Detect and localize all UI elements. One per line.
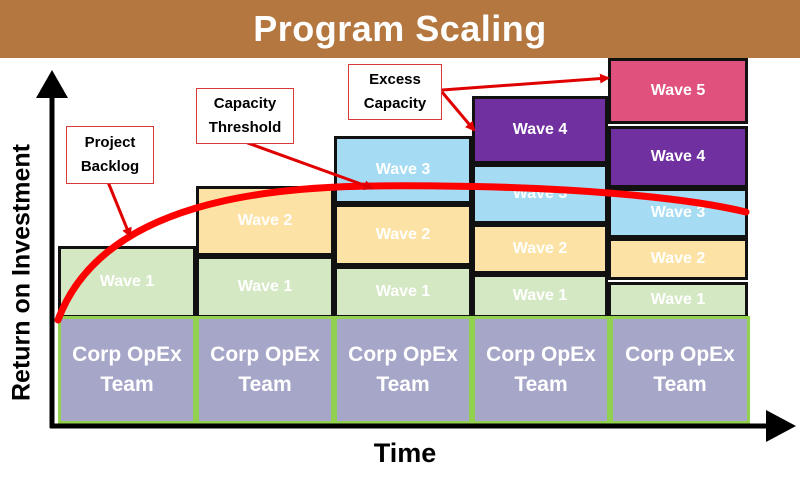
col5-wave1: Wave 1 [608, 282, 748, 318]
x-axis-label: Time [373, 438, 437, 468]
excess-capacity-line1: Excess [369, 71, 421, 88]
col2-wave1-label: Wave 1 [237, 278, 293, 295]
col3-wave3-label: Wave 3 [375, 161, 431, 178]
corp-opex-team-3: Corp OpEx Team [334, 316, 472, 424]
excess-capacity-callout: Excess Capacity [348, 64, 442, 120]
corp-opex-1-line2: Team [100, 373, 154, 396]
corp-opex-4-line2: Team [514, 373, 568, 396]
excess-capacity-pointer-wave4 [440, 91, 476, 132]
capacity-threshold-pointer [244, 140, 374, 190]
capacity-threshold-curve [54, 182, 750, 324]
corp-opex-4-line1: Corp OpEx [486, 343, 596, 366]
corp-opex-5-line2: Team [653, 373, 707, 396]
title-bar: Program Scaling [0, 0, 800, 58]
col4-wave2: Wave 2 [472, 224, 608, 274]
col3-wave2: Wave 2 [334, 204, 472, 266]
col4-wave2-label: Wave 2 [512, 240, 568, 257]
corp-opex-team-1: Corp OpEx Team [58, 316, 196, 424]
excess-capacity-pointer-wave5 [441, 73, 610, 92]
project-backlog-callout: Project Backlog [66, 126, 154, 184]
col5-wave1-label: Wave 1 [650, 291, 706, 308]
col1-wave1-label: Wave 1 [99, 273, 155, 290]
capacity-threshold-callout: Capacity Threshold [196, 88, 294, 144]
col5-wave4-label: Wave 4 [650, 148, 706, 165]
col3-wave1: Wave 1 [334, 266, 472, 318]
excess-capacity-line2: Capacity [363, 95, 427, 112]
x-axis-arrow-icon [766, 410, 796, 442]
col4-wave1-label: Wave 1 [512, 287, 568, 304]
y-axis-arrow-icon [36, 70, 68, 98]
corp-opex-team-2: Corp OpEx Team [196, 316, 334, 424]
col2-wave2: Wave 2 [196, 186, 334, 256]
corp-opex-3-line1: Corp OpEx [348, 343, 458, 366]
corp-opex-5-line1: Corp OpEx [625, 343, 735, 366]
col5-wave2-label: Wave 2 [650, 250, 706, 267]
corp-opex-team-4: Corp OpEx Team [472, 316, 610, 424]
corp-opex-team-5: Corp OpEx Team [610, 316, 750, 424]
project-backlog-line1: Project [84, 134, 136, 151]
corp-opex-2-line1: Corp OpEx [210, 343, 320, 366]
col3-wave2-label: Wave 2 [375, 226, 431, 243]
capacity-threshold-line2: Threshold [208, 119, 282, 136]
col5-wave2: Wave 2 [608, 238, 748, 280]
capacity-threshold-line1: Capacity [213, 95, 277, 112]
y-axis-label: Return on Investment [7, 144, 36, 401]
col5-wave5-label: Wave 5 [650, 82, 706, 99]
col3-wave1-label: Wave 1 [375, 283, 431, 300]
diagram-title: Program Scaling [253, 8, 547, 49]
col4-wave4-label: Wave 4 [512, 121, 568, 138]
col4-wave4: Wave 4 [472, 96, 608, 164]
corp-opex-3-line2: Team [376, 373, 430, 396]
corp-opex-2-line2: Team [238, 373, 292, 396]
col3-wave3: Wave 3 [334, 136, 472, 204]
project-backlog-line2: Backlog [80, 158, 140, 175]
col5-wave4: Wave 4 [608, 126, 748, 188]
col5-wave5: Wave 5 [608, 58, 748, 124]
col2-wave2-label: Wave 2 [237, 212, 293, 229]
corp-opex-1-line1: Corp OpEx [72, 343, 182, 366]
project-backlog-pointer [106, 181, 132, 238]
col5-wave3-label: Wave 3 [650, 204, 706, 221]
